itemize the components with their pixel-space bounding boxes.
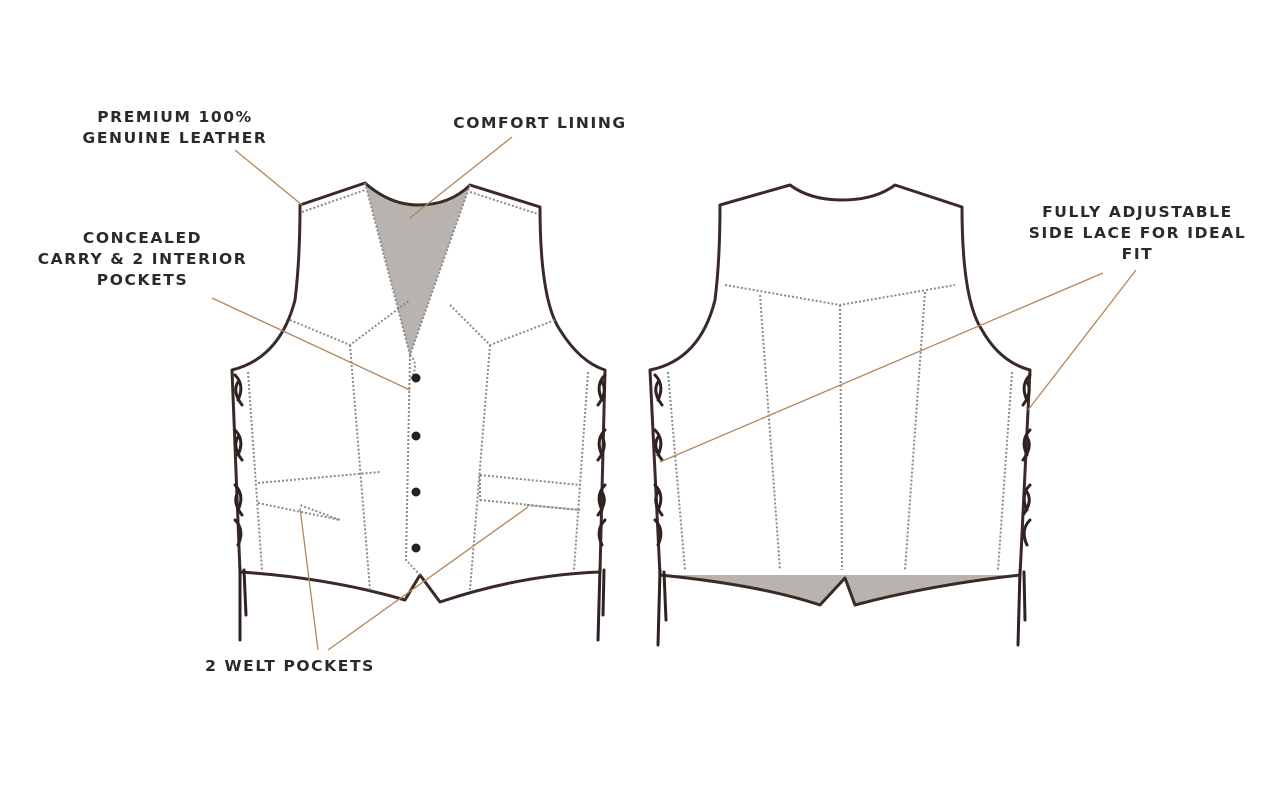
label-line: CONCEALED [82,229,203,247]
label-leather: PREMIUM 100% GENUINE LEATHER [70,107,280,149]
label-lining: COMFORT LINING [453,114,627,132]
label-line: GENUINE LEATHER [82,129,268,147]
label-pockets: CONCEALED CARRY & 2 INTERIOR POCKETS [25,228,260,291]
label-line: FIT [1121,245,1154,263]
label-line: FULLY ADJUSTABLE [1042,203,1233,221]
back-vest [648,183,1032,647]
leader-lines [211,136,1137,651]
front-lining [365,183,470,355]
button-icon [411,373,421,553]
label-lace: FULLY ADJUSTABLE SIDE LACE FOR IDEAL FIT [1020,202,1255,265]
back-hem-lining [665,575,1018,605]
label-line: PREMIUM 100% [97,108,253,126]
label-line: CARRY & 2 INTERIOR [37,250,248,268]
label-line: SIDE LACE FOR IDEAL [1028,224,1247,242]
label-welt: 2 WELT POCKETS [205,657,375,675]
label-line: POCKETS [96,271,189,289]
front-vest [230,181,607,642]
